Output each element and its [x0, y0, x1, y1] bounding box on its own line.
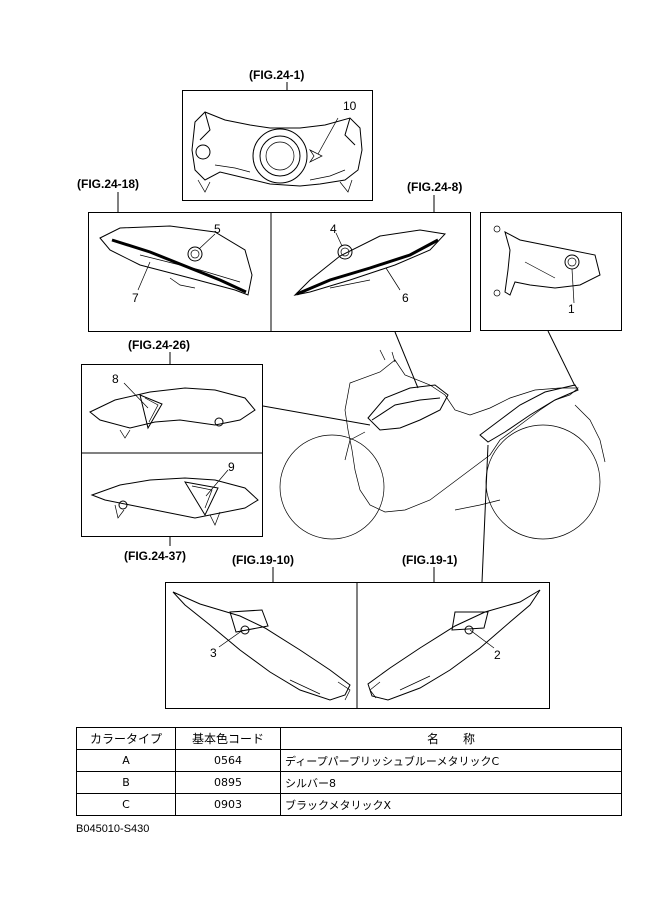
header-color-type: カラータイプ — [76, 727, 176, 750]
cell-name: ディープパープリッシュブルーメタリックC — [280, 749, 622, 772]
box-fig-24-26-37 — [81, 364, 263, 537]
callout-6: 6 — [402, 291, 409, 305]
footer-code: B045010-S430 — [76, 823, 150, 835]
callout-5: 5 — [214, 222, 221, 236]
cell-code: 0564 — [175, 749, 281, 772]
callout-3: 3 — [210, 646, 217, 660]
cell-name: ブラックメタリックX — [280, 793, 622, 816]
table-row: A 0564 ディープパープリッシュブルーメタリックC — [76, 749, 622, 772]
callout-10: 10 — [343, 99, 357, 113]
header-base-color-code: 基本色コード — [175, 727, 281, 750]
cell-type: A — [76, 749, 176, 772]
cell-code: 0895 — [175, 771, 281, 794]
cell-name: シルバー8 — [280, 771, 622, 794]
fig-label-24-8: (FIG.24-8) — [407, 180, 463, 194]
cell-type: C — [76, 793, 176, 816]
fig-label-19-1: (FIG.19-1) — [402, 553, 458, 567]
color-table-header: カラータイプ 基本色コード 名 称 — [76, 727, 622, 750]
table-row: C 0903 ブラックメタリックX — [76, 793, 622, 816]
cell-code: 0903 — [175, 793, 281, 816]
callout-9: 9 — [228, 460, 235, 474]
header-name: 名 称 — [280, 727, 622, 750]
fig-label-24-18: (FIG.24-18) — [77, 177, 140, 191]
callout-2: 2 — [494, 648, 501, 662]
callout-1: 1 — [568, 302, 575, 316]
cell-type: B — [76, 771, 176, 794]
box-rear-cowl — [480, 212, 622, 331]
fig-label-24-26: (FIG.24-26) — [128, 338, 191, 352]
fig-label-24-37: (FIG.24-37) — [124, 549, 187, 563]
fig-label-19-10: (FIG.19-10) — [232, 553, 295, 567]
callout-4: 4 — [330, 222, 337, 236]
callout-8: 8 — [112, 372, 119, 386]
fig-label-24-1: (FIG.24-1) — [249, 68, 305, 82]
color-table: カラータイプ 基本色コード 名 称 A 0564 ディープパープリッシュブルーメ… — [76, 727, 622, 816]
table-row: B 0895 シルバー8 — [76, 771, 622, 794]
callout-7: 7 — [132, 291, 139, 305]
